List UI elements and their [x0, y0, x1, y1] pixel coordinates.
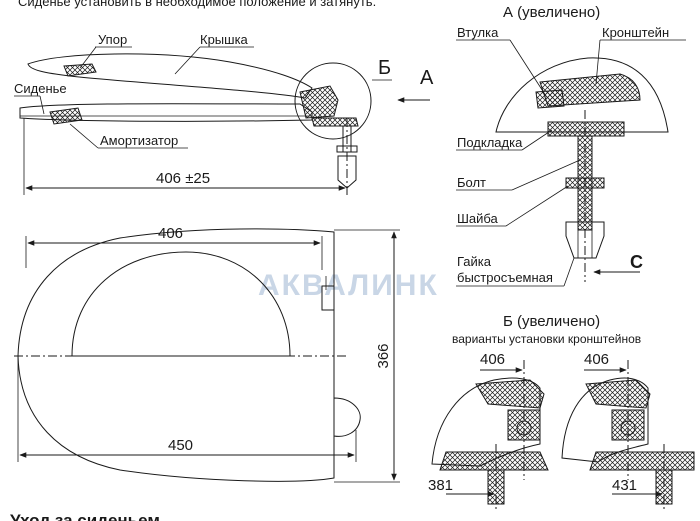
label-lid: Крышка	[200, 32, 249, 47]
detail-b-right-variant: 406 431	[561, 351, 695, 510]
label-bracket: Кронштейн	[602, 25, 669, 40]
dim-450: 450	[168, 437, 193, 454]
bottom-caption: Уход за сиденьем	[10, 511, 160, 521]
detail-a-bracket	[539, 73, 641, 107]
detail-a-nut	[565, 221, 605, 259]
label-washer: Шайба	[457, 211, 499, 226]
detail-b-right-top: 406	[584, 351, 609, 368]
stop-part	[63, 63, 97, 77]
damper-part	[49, 107, 83, 125]
dim-406: 406	[158, 225, 183, 242]
side-view: Упор Крышка Сиденье Амортизатор Б А 406 …	[14, 32, 434, 196]
dim-366: 366	[375, 343, 392, 368]
hinge-part	[299, 85, 339, 119]
detail-b-subtitle: варианты установки кронштейнов	[452, 332, 641, 346]
detail-b-callout-circle	[294, 62, 372, 140]
label-nut-line2: быстросъемная	[457, 270, 553, 285]
mark-a: А	[420, 67, 434, 89]
detail-b-right-bottom: 431	[612, 477, 637, 494]
label-bolt: Болт	[457, 175, 486, 190]
detail-b-left-bottom: 381	[428, 477, 453, 494]
detail-b-left-top: 406	[480, 351, 505, 368]
label-bushing: Втулка	[457, 25, 499, 40]
top-view: 406 450 366	[14, 225, 400, 483]
detail-b-left-variant: 406 381	[428, 351, 549, 510]
watermark-logo: АКВАЛИНК	[258, 269, 439, 302]
detail-b: Б (увеличено) варианты установки кронште…	[428, 313, 695, 510]
detail-a: А (увеличено) Втулка Кронштейн Подкладка…	[456, 4, 686, 287]
detail-b-title: Б (увеличено)	[503, 313, 600, 330]
mark-c: С	[630, 252, 643, 272]
label-pad: Подкладка	[457, 135, 523, 150]
label-damper: Амортизатор	[100, 133, 178, 148]
top-caption: Сиденье установить в необходимое положен…	[18, 0, 376, 9]
detail-a-pad	[547, 121, 625, 137]
detail-a-seat	[495, 57, 669, 133]
lid-inner-outline	[71, 251, 291, 357]
label-seat: Сиденье	[14, 81, 67, 96]
label-nut-line1: Гайка	[457, 254, 492, 269]
label-stop: Упор	[98, 32, 127, 47]
dim-406-25: 406 ±25	[156, 170, 210, 187]
detail-a-title: А (увеличено)	[503, 4, 600, 21]
mark-b: Б	[378, 57, 391, 79]
detail-a-bushing	[535, 89, 565, 109]
